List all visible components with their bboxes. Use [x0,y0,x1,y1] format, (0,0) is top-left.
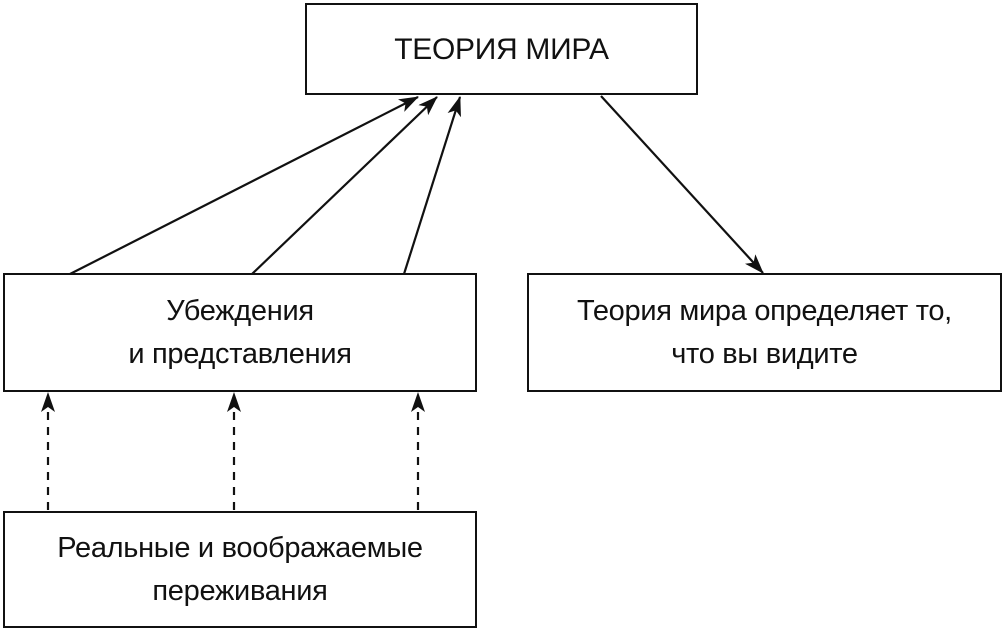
world-theory-box: ТЕОРИЯ МИРА [305,3,698,95]
arrow-beliefs-to-theory-3 [402,96,462,275]
experience-label-line-1: Реальные и воображаемые [57,531,423,564]
beliefs-label-line-1: Убеждения [166,294,314,327]
vision-label-line-1: Теория мира определяет то, [577,294,952,327]
vision-label-line-2: что вы видите [671,337,858,370]
arrow-beliefs-to-theory-2 [251,96,438,275]
beliefs-box: Убеждения и представления [3,273,477,392]
arrow-theory-to-vision [600,95,764,274]
experience-label-line-2: переживания [152,574,328,607]
arrow-beliefs-to-theory-1 [69,96,419,275]
world-theory-label: ТЕОРИЯ МИРА [394,32,609,66]
beliefs-label-line-2: и представления [128,337,352,370]
vision-box: Теория мира определяет то, что вы видите [527,273,1002,392]
experience-box: Реальные и воображаемые переживания [3,511,477,628]
